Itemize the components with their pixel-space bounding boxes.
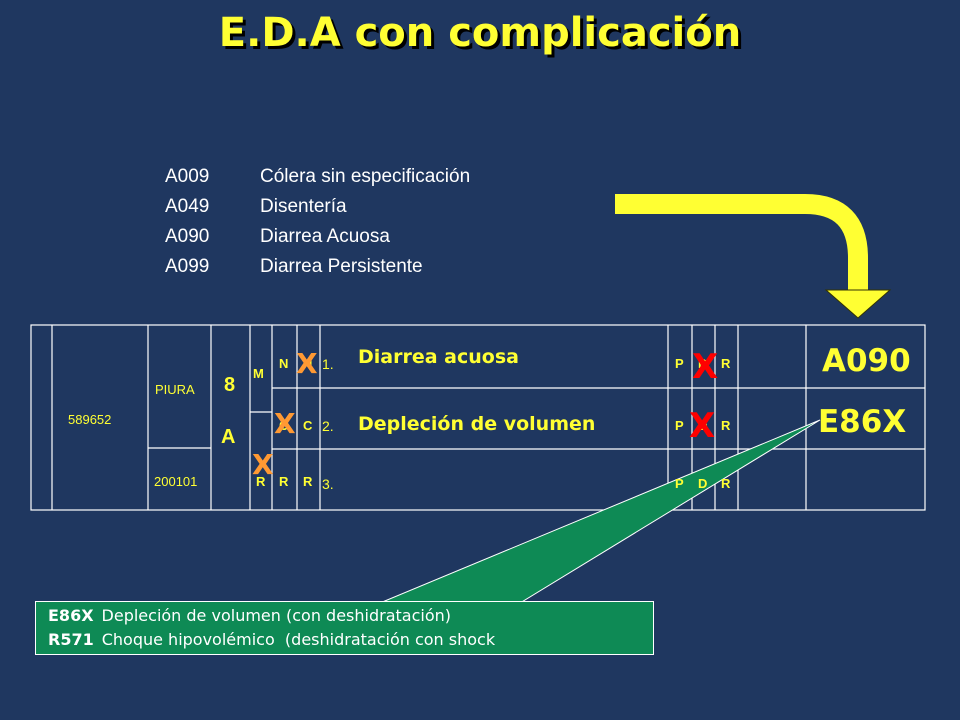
row3-c2: R [303,474,313,489]
row2-d: D [698,418,708,433]
cross-mark-icon: X [296,347,318,380]
cross-mark-icon: X [252,448,274,481]
row3-r: R [721,476,731,491]
place-cell: PIURA [155,382,195,397]
code-list: A009 Cólera sin especificación A049 Disent… [165,165,470,285]
note-description: Depleción de volumen (con deshidratación… [101,606,451,625]
code-description: Cólera sin especificación [260,166,471,187]
row2-diagnosis: Depleción de volumen [358,413,596,435]
row3-c1: R [279,474,289,489]
row2-c1: C [279,418,289,433]
code-list-item: A099 Diarrea Persistente [165,255,470,285]
row3-d: D [698,476,708,491]
form-border [30,324,926,511]
note-row: E86X Depleción de volumen (con deshidrata… [48,604,641,628]
row1-number: 1. [322,356,334,372]
code-list-item: A009 Cólera sin especificación [165,165,470,195]
row2-p: P [675,418,684,433]
row2-r: R [721,418,731,433]
note-row: R571 Choque hipovolémico (deshidratación … [48,628,641,652]
code: A049 [165,196,210,217]
row3-number: 3. [322,476,334,492]
row1-c1: N [279,356,289,371]
cross-mark-icon: X [692,347,719,387]
row2-code: E86X [818,404,907,440]
cross-mark-icon: X [689,406,716,446]
row1-code: A090 [822,343,911,379]
code-list-item: A049 Disentería [165,195,470,225]
row3-c0: R [256,474,266,489]
row1-c2: N [303,356,313,371]
note-box: E86X Depleción de volumen (con deshidrata… [35,601,654,655]
code-description: Diarrea Persistente [260,256,423,277]
callout-pointer [379,419,821,604]
row1-d: D [698,356,708,371]
age-value: 8 [224,374,236,396]
arrow-head-icon [824,289,892,319]
note-code: R571 [48,630,94,649]
row2-c2: C [303,418,313,433]
code-list-item: A090 Diarrea Acuosa [165,225,470,255]
row1-p: P [675,356,684,371]
code-description: Disentería [260,196,347,217]
id-number: 589652 [68,412,112,427]
code: A090 [165,226,210,247]
note-code: E86X [48,606,94,625]
curved-arrow-icon [615,194,868,292]
slide-title: E.D.A con complicación [218,10,742,56]
row1-diagnosis: Diarrea acuosa [358,346,519,368]
sex-cell: M [253,366,264,381]
cross-mark-icon: X [274,407,296,440]
row1-r: R [721,356,731,371]
date-cell: 200101 [154,474,198,489]
code: A009 [165,166,210,187]
code-description: Diarrea Acuosa [260,226,390,247]
note-description: Choque hipovolémico (deshidratación con … [101,630,496,649]
row2-number: 2. [322,418,334,434]
age-unit: A [221,426,236,448]
row3-p: P [675,476,684,491]
code: A099 [165,256,210,277]
